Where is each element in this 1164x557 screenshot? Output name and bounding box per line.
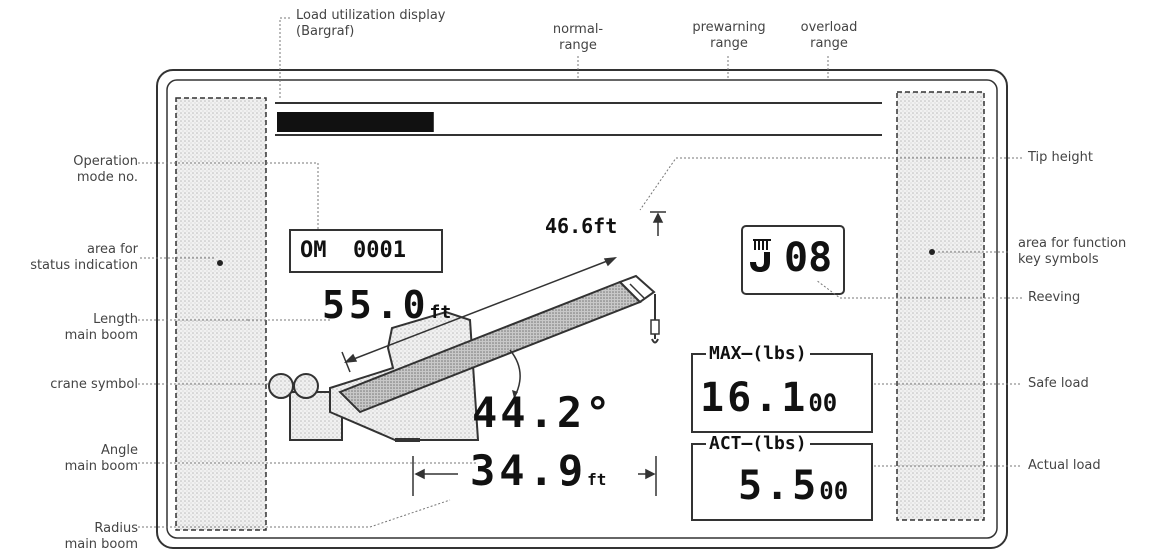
device-frame-outer: [156, 69, 1008, 549]
angle-value: 44.2°: [472, 388, 614, 437]
length-value: 55.0: [322, 283, 430, 327]
actual-load-value: 5.5: [738, 463, 820, 509]
operation-mode-box: [289, 229, 443, 273]
crane-symbol-callout: crane symbol: [50, 377, 138, 392]
radius-value: 34.9: [470, 446, 588, 495]
function-key-area: [896, 91, 985, 521]
reeving-callout: Reeving: [1028, 290, 1081, 305]
function-key-area-callout: area for function key symbols: [1018, 236, 1127, 267]
tip-height-marker: [650, 211, 666, 236]
length-main-boom-callout: Length main boom: [64, 312, 138, 343]
radius-dimension-line: [412, 456, 657, 496]
safe-load-value-small: 00: [808, 389, 838, 417]
status-area-callout: area for status indication: [30, 242, 138, 273]
safe-load-value: 16.1: [700, 375, 809, 421]
radius-readout: 34.9ft: [470, 450, 606, 492]
prewarning-range-callout: prewarning range: [692, 20, 766, 51]
operation-mode-value: OM 0001: [300, 238, 406, 263]
overload-range-callout: overload range: [800, 20, 858, 51]
status-area-dot: [217, 260, 223, 266]
device-frame-inner: [166, 79, 998, 539]
actual-load-readout: 5.500: [738, 466, 848, 506]
bargraph-fill: [277, 112, 434, 132]
safe-load-readout: 16.100: [700, 378, 837, 418]
status-area: [175, 97, 267, 531]
radius-main-boom-callout: Radius main boom: [64, 521, 138, 552]
angle-main-boom-callout: Angle main boom: [64, 443, 138, 474]
length-dimension-line: [341, 257, 618, 373]
function-key-area-dot: [929, 249, 935, 255]
actual-load-value-small: 00: [819, 477, 849, 505]
tip-height-callout: Tip height: [1028, 150, 1093, 165]
crane-symbol: [268, 274, 660, 442]
operation-mode-callout: Operation mode no.: [73, 154, 138, 185]
leader-lines: [138, 17, 1022, 528]
max-label: MAX—(lbs): [706, 345, 810, 363]
load-utilization-callout: Load utilization display (Bargraf): [296, 8, 446, 39]
tip-height-value: 46.6ft: [545, 214, 618, 238]
normal-range-callout: normal- range: [552, 22, 604, 53]
hook-reeving-icon: [750, 239, 771, 272]
reeving-value: 08: [784, 235, 833, 281]
actual-load-callout: Actual load: [1028, 458, 1101, 473]
safe-load-box: [691, 353, 873, 433]
radius-unit: ft: [587, 470, 607, 489]
safe-load-callout: Safe load: [1028, 376, 1089, 391]
length-unit: ft: [429, 302, 452, 323]
length-readout: 55.0ft: [322, 286, 451, 324]
act-label: ACT—(lbs): [706, 435, 810, 453]
